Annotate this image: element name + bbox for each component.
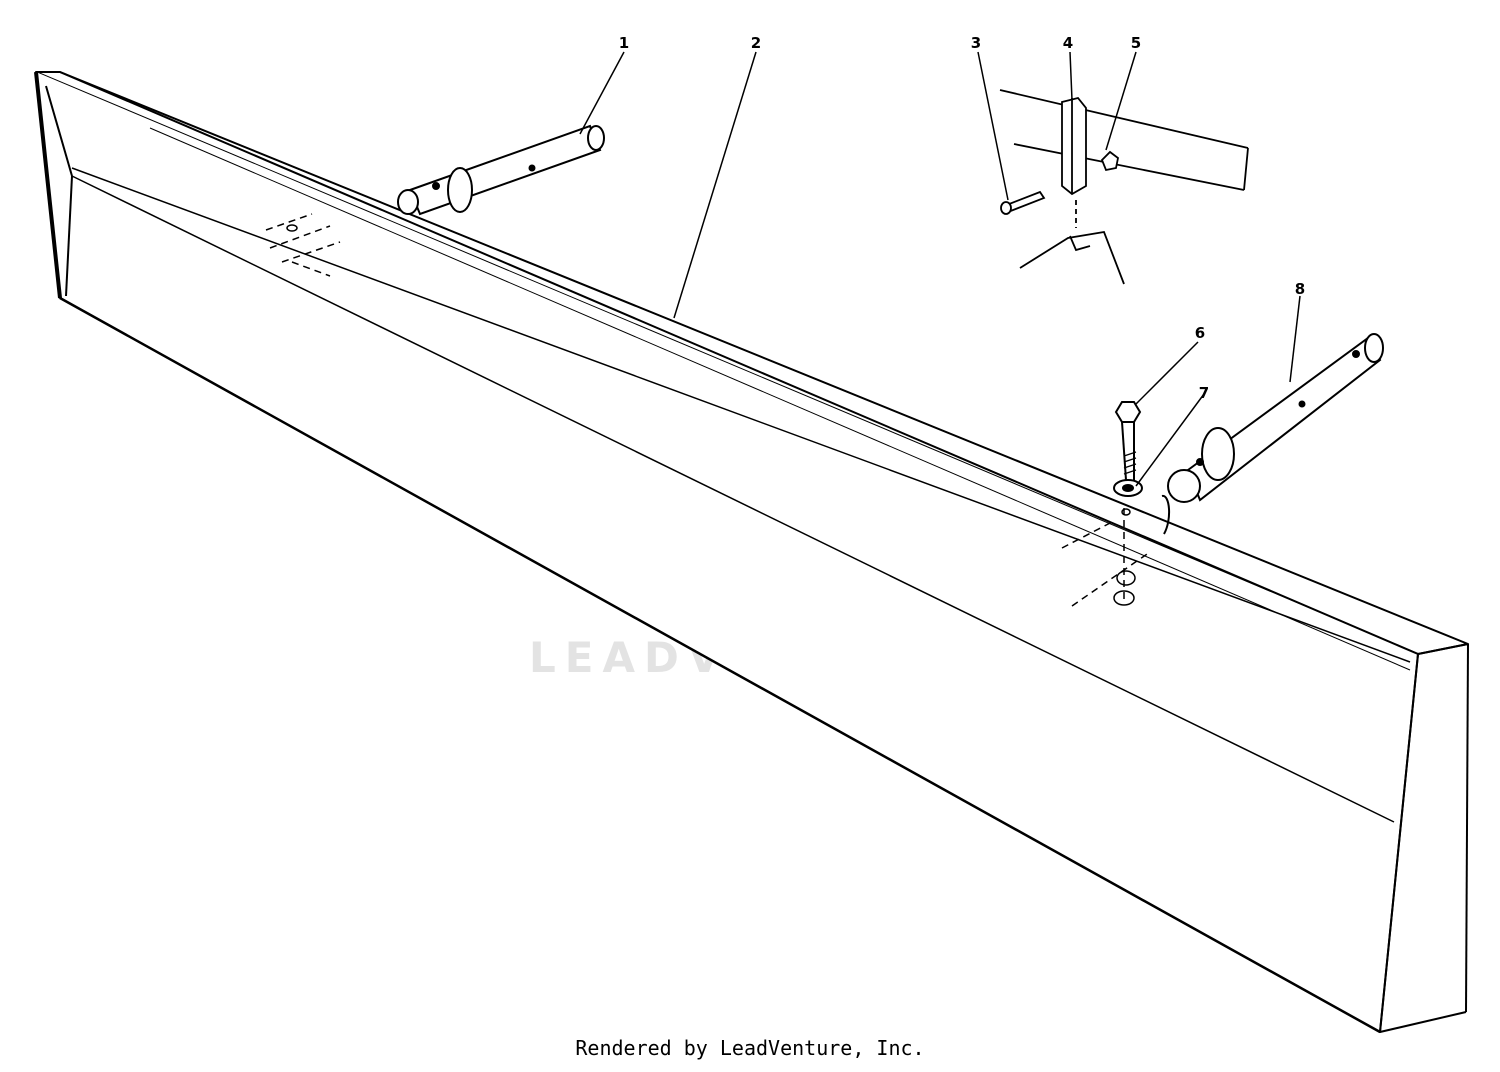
callout-3: 3: [971, 34, 981, 52]
callout-2: 2: [751, 34, 761, 52]
callout-8: 8: [1295, 280, 1305, 298]
inset-detail: [999, 89, 1249, 285]
bolt-and-washer: [1113, 401, 1143, 497]
callout-5: 5: [1131, 34, 1141, 52]
callout-1: 1: [619, 34, 629, 52]
callout-7: 7: [1199, 384, 1209, 402]
hidden-lines: [265, 213, 1151, 607]
hidden-holes: [286, 224, 1136, 606]
callout-numbers: 1 2 3 4 5 6 7 8: [619, 34, 1305, 402]
rendered-by-footer: Rendered by LeadVenture, Inc.: [575, 1036, 925, 1060]
pivot-pin-right: [1161, 333, 1384, 535]
callout-6: 6: [1195, 324, 1205, 342]
blade-body: [34, 71, 1469, 1034]
leader-lines: [579, 51, 1301, 487]
pivot-pin-left: [397, 124, 605, 216]
callout-4: 4: [1063, 34, 1073, 52]
